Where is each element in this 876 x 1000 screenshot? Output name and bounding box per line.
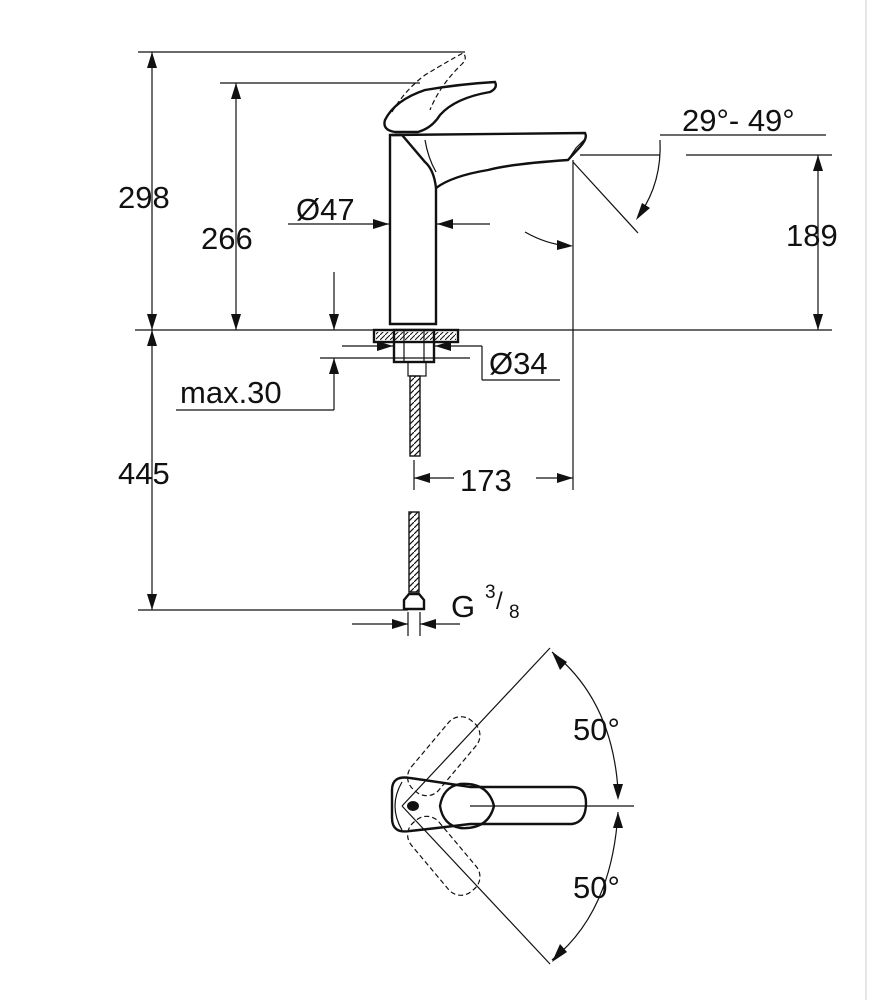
lever-top-outline [390,776,588,833]
dimension-lines [138,51,832,629]
label-spout-angle: 29°- 49° [682,103,795,138]
label-hole-diameter: Ø34 [489,346,548,381]
label-connection-slash: / [496,588,503,615]
lever-top-indicator [407,801,419,811]
hose-lower [408,511,420,593]
label-connection-num: 3 [485,582,496,603]
label-connection-den: 8 [509,602,520,623]
spout-aerator [567,139,585,161]
label-rotation-upper: 50° [573,712,620,747]
label-body-diameter: Ø47 [296,192,355,227]
label-hose-length: 445 [118,456,170,491]
hose-upper [409,375,421,457]
faucet-body [388,133,438,326]
label-rotation-lower: 50° [573,870,620,905]
lever-alt-position [391,52,466,113]
lever-top-view [390,647,634,965]
lever-solid [383,80,498,134]
faucet-spout [391,131,588,189]
label-max-thickness: max.30 [180,375,282,410]
label-outlet-height: 189 [786,218,838,253]
body-inner-curve [424,139,437,173]
lever-top-base-curve [394,781,403,831]
faucet-side-view [135,52,832,636]
label-projection: 173 [460,463,512,498]
label-total-height: 298 [118,180,170,215]
hose-connector [402,592,426,611]
label-connection: G [451,589,475,624]
label-connection-base: G [451,589,475,624]
threaded-stud [407,361,427,377]
label-spout-height: 266 [201,221,253,256]
